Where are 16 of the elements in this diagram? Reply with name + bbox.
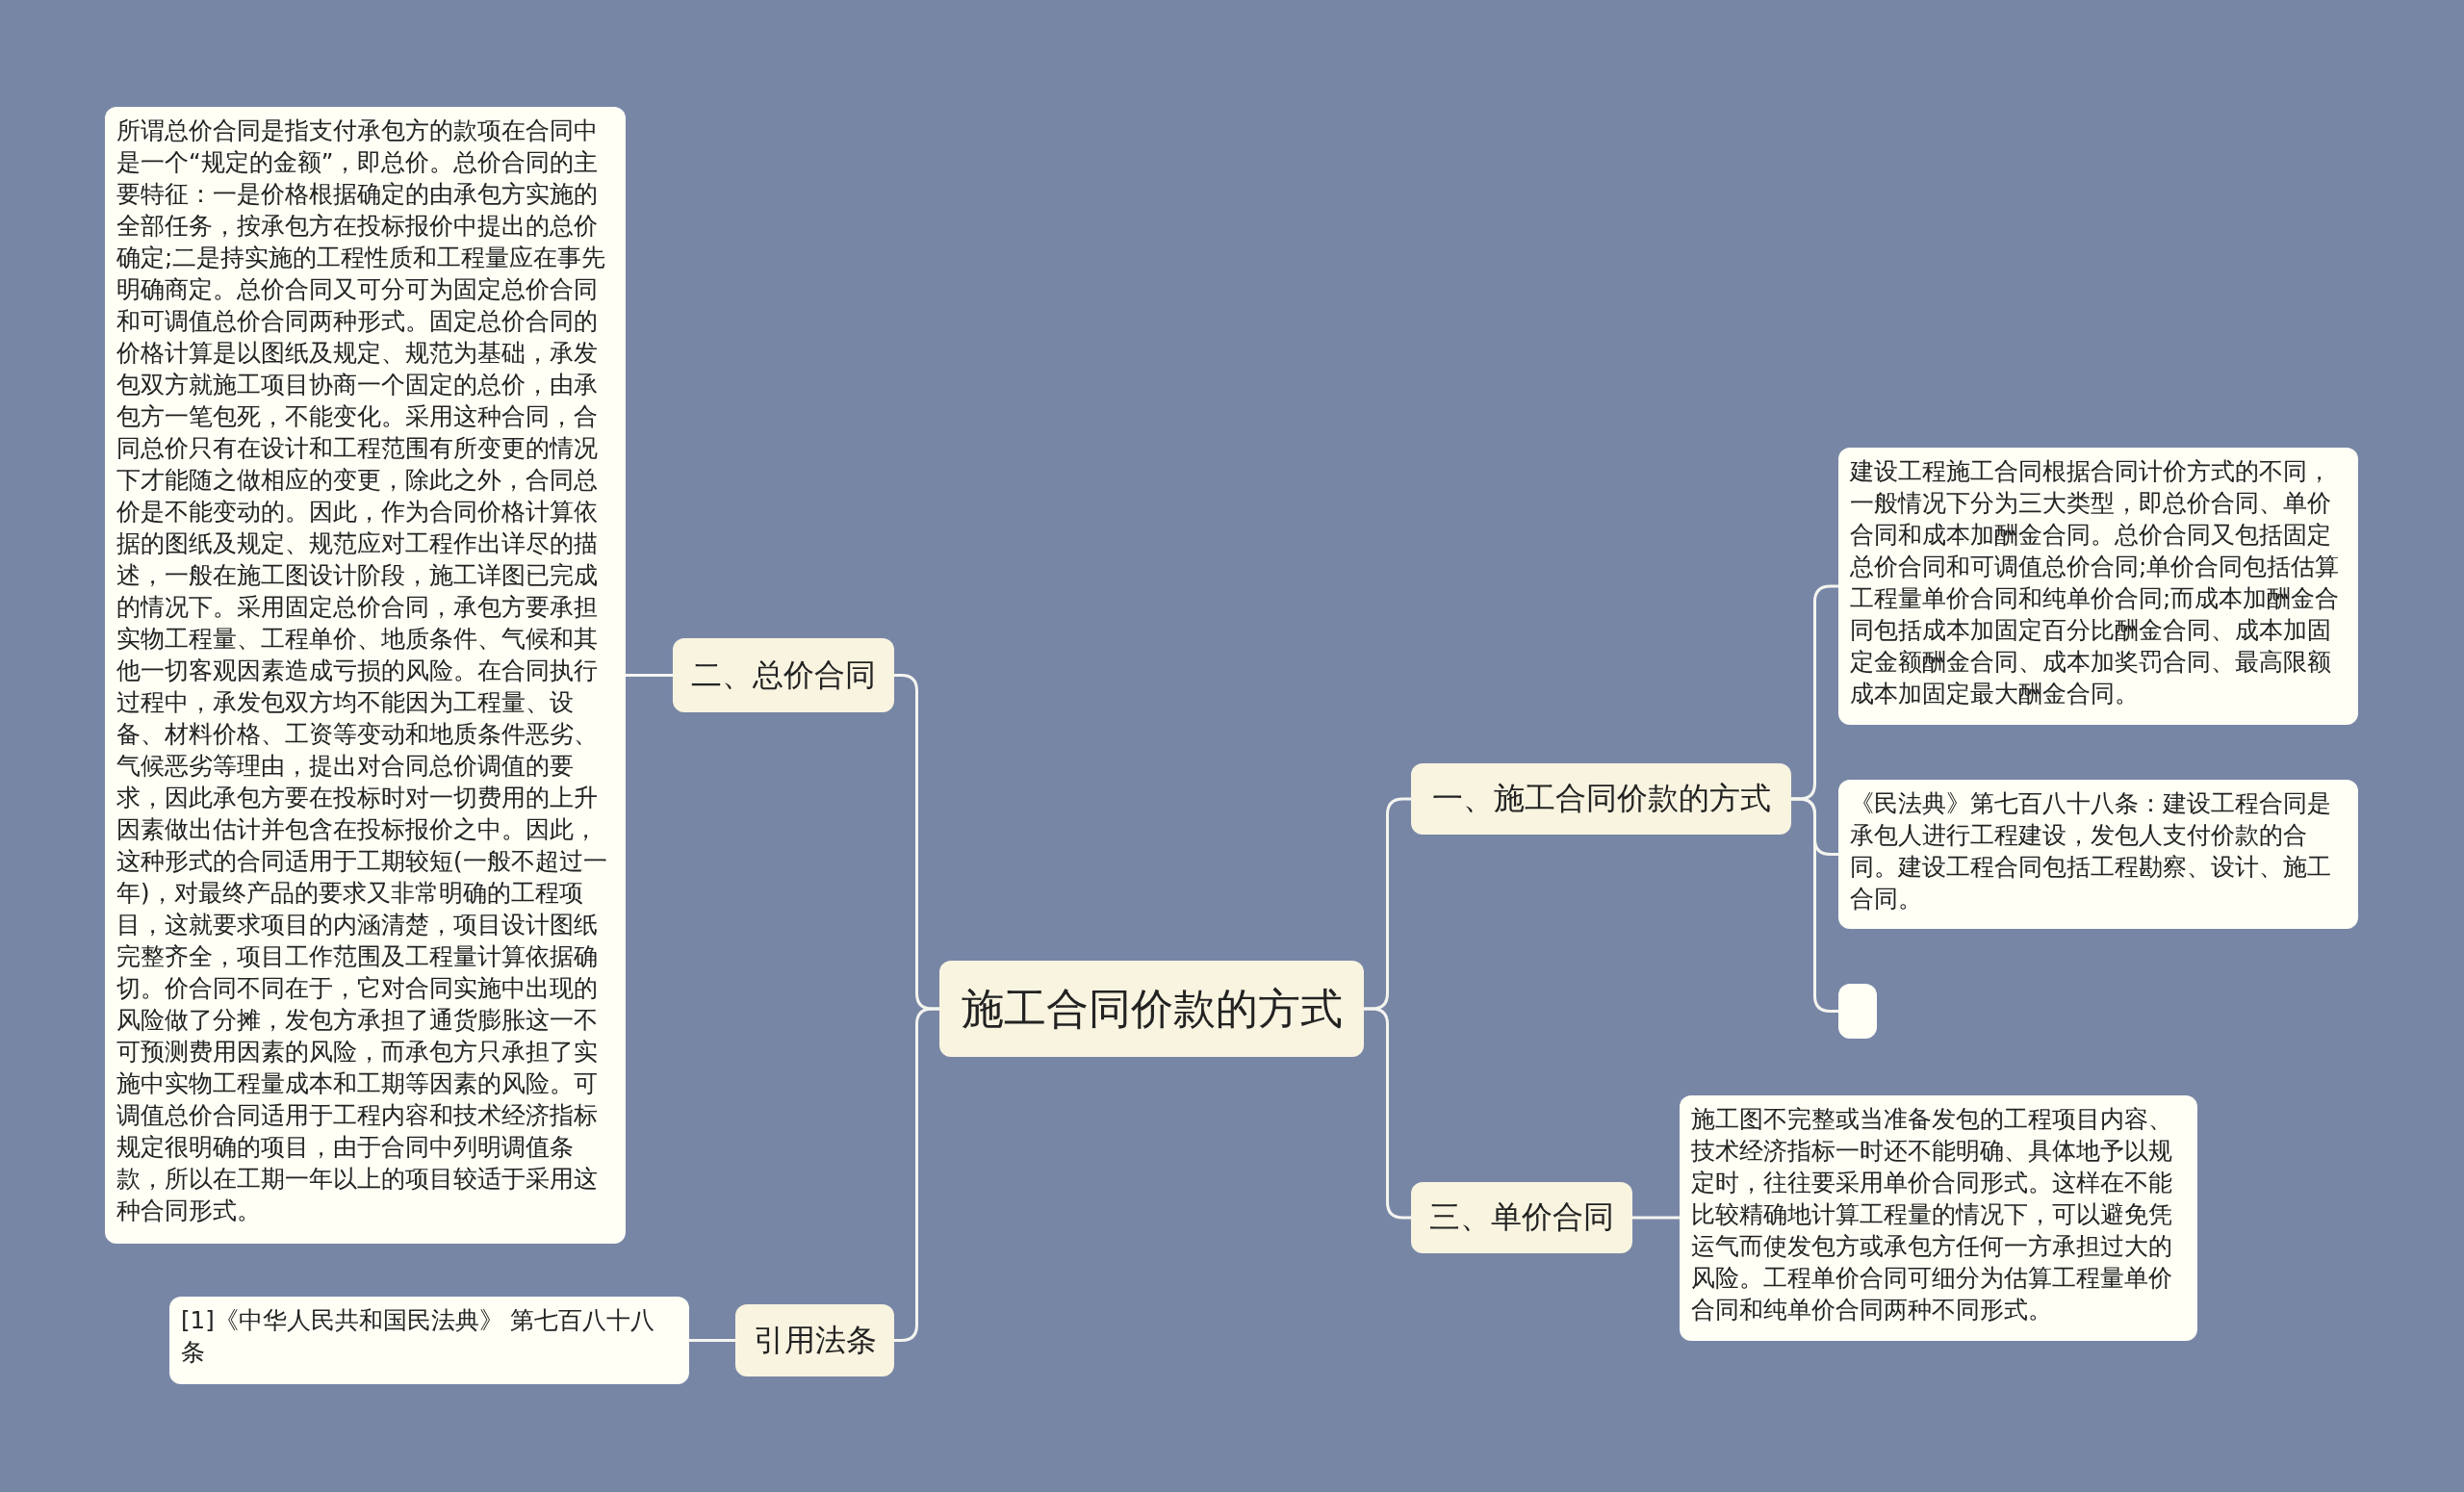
connector-line (689, 1339, 735, 1342)
connector-line (1364, 1007, 1411, 1220)
note-box: 施工图不完整或当准备发包的工程项目内容、技术经济指标一时还不能明确、具体地予以规定时，往往要采用单价合同形式。这样在不能比较精确地计算工程量的情况下，可以避免凭运气而使发包方或承包方任何一方承担过大的风险。工程单价合同可细分为估算工程量单价合同和纯单价合同两种不同形式。 (1680, 1095, 2197, 1341)
note-box: 《民法典》第七百八十八条：建设工程合同是承包人进行工程建设，发包人支付价款的合同。建设工程合同包括工程勘察、设计、施工合同。 (1838, 780, 2358, 929)
connector-line (626, 674, 673, 677)
connector-line (1632, 1216, 1680, 1220)
note-box: 建设工程施工合同根据合同计价方式的不同，一般情况下分为三大类型，即总价合同、单价合同和成本加酬金合同。总价合同又包括固定总价合同和可调值总价合同;单价合同包括估算工程量单价合同和纯单价合同;而成本加酬金合同包括成本加固定百分比酬金合同、成本加固定金额酬金合同、成本加奖罚合同、最高限额成本加固定最大酬金合同。 (1838, 448, 2358, 725)
topic-box: 引用法条 (735, 1304, 894, 1376)
note-box: [1]《中华人民共和国民法典》 第七百八十八条 (169, 1297, 689, 1384)
central-topic-box: 施工合同价款的方式 (939, 961, 1364, 1057)
note-box: 所谓总价合同是指支付承包方的款项在合同中是一个“规定的金额”，即总价。总价合同的主要特征：一是价格根据确定的由承包方实施的全部任务，按承包方在投标报价中提出的总价确定;二是持实施的工程性质和工程量应在事先明确商定。总价合同又可分可为固定总价合同和可调值总价合同两种形式。固定总价合同的价格计算是以图纸及规定、规范为基础，承发包双方就施工项目协商一个固定的总价，由承包方一笔包死，不能变化。采用这种合同，合同总价只有在设计和工程范围有所变更的情况下才能随之做相应的变更，除此之外，合同总价是不能变动的。因此，作为合同价格计算依据的图纸及规定、规范应对工程作出详尽的描述，一般在施工图设计阶段，施工详图已完成的情况下。采用固定总价合同，承包方要承担实物工程量、工程单价、地质条件、气候和其他一切客观因素造成亏损的风险。在合同执行过程中，承发包双方均不能因为工程量、设备、材料价格、工资等变动和地质条件恶劣、气候恶劣等理由，提出对合同总价调值的要求，因此承包方要在投标时对一切费用的上升因素做出估计并包含在投标报价之中。因此，这种形式的合同适用于工期较短(一般不超过一年)，对最终产品的要求又非常明确的工程项目，这就要求项目的内涵清楚，项目设计图纸完整齐全，项目工作范围及工程量计算依据确切。价合同不同在于，它对合同实施中出现的风险做了分摊，发包方承担了通货膨胀这一不可预测费用因素的风险，而承包方只承担了实施中实物工程量成本和工期等因素的风险。可调值总价合同适用于工程内容和技术经济指标规定很明确的项目，由于合同中列明调值条款，所以在工期一年以上的项目较适于采用这种合同形式。 (105, 107, 626, 1244)
topic-box: 一、施工合同价款的方式 (1411, 763, 1791, 835)
empty-box (1838, 984, 1877, 1039)
topic-box: 二、总价合同 (673, 638, 894, 712)
topic-box: 三、单价合同 (1411, 1182, 1632, 1253)
connector-line (894, 1007, 939, 1342)
